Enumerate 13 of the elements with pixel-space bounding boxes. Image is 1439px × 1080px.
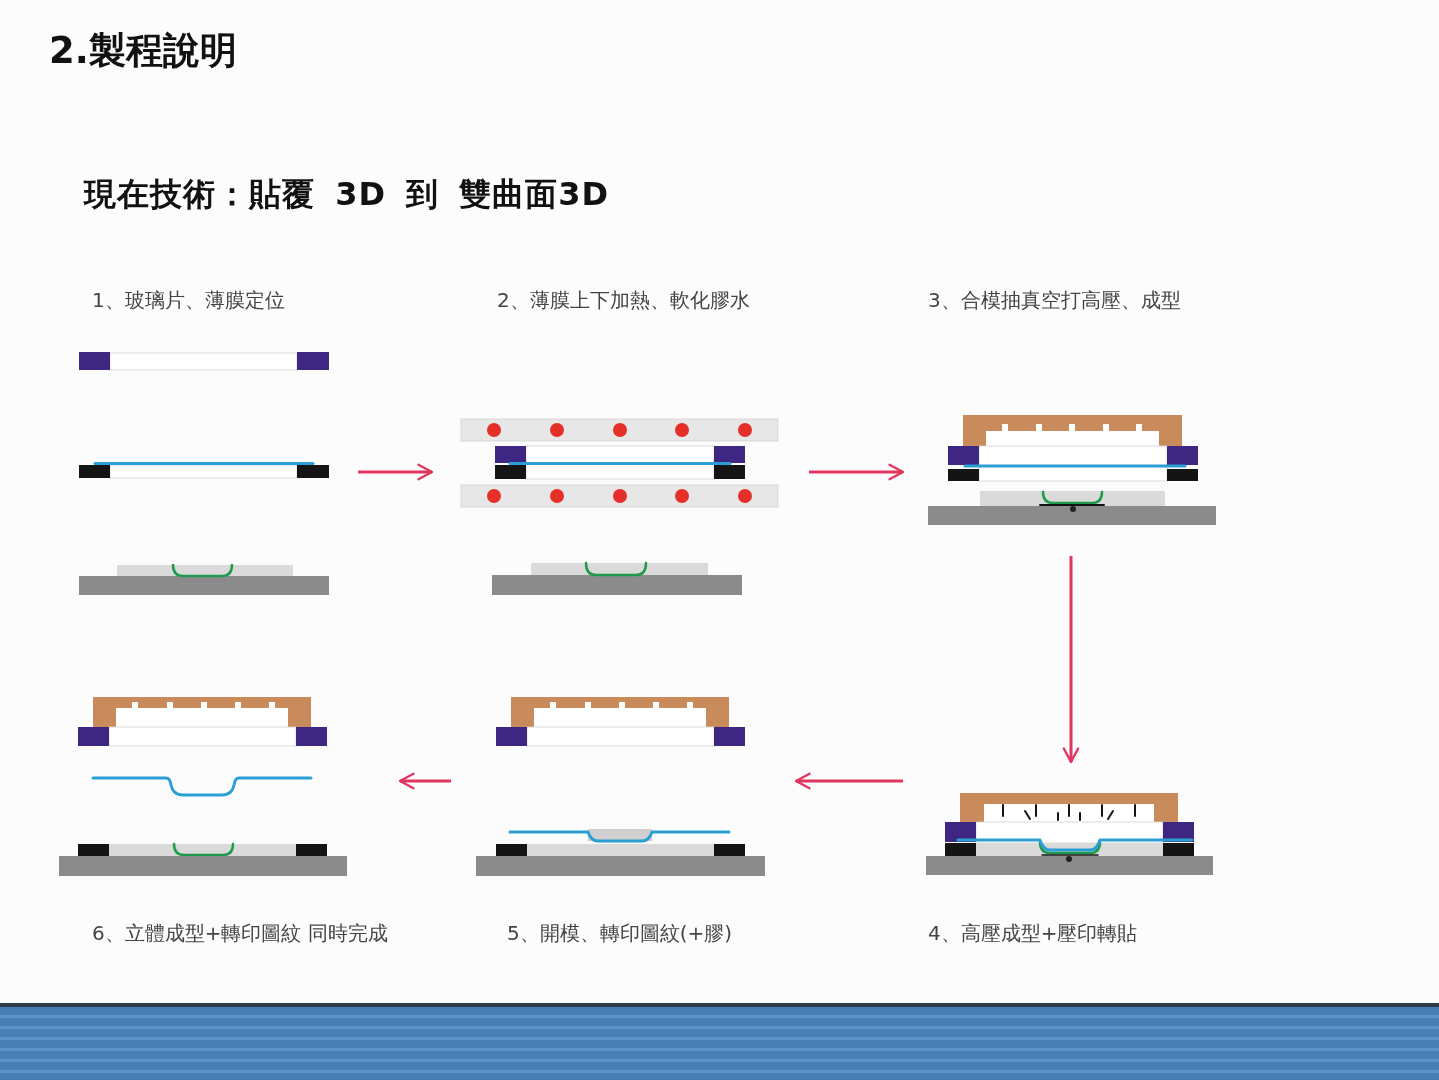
step-caption: 2、薄膜上下加熱、軟化膠水 [497, 288, 750, 312]
arrow [1062, 556, 1080, 764]
title: 2.製程說明 [49, 28, 237, 74]
step-caption: 6、立體成型+轉印圖紋 同時完成 [92, 921, 388, 945]
arrow [398, 772, 451, 790]
arrow [358, 463, 434, 481]
step-caption: 5、開模、轉印圖紋(+膠) [507, 921, 733, 945]
step-caption: 3、合模抽真空打高壓、成型 [928, 288, 1181, 312]
step-caption: 4、高壓成型+壓印轉貼 [928, 921, 1138, 945]
arrow [809, 463, 905, 481]
subtitle: 現在技術：貼覆 3D 到 雙曲面3D [84, 174, 610, 214]
step-caption: 1、玻璃片、薄膜定位 [92, 288, 285, 312]
arrow [794, 772, 903, 790]
